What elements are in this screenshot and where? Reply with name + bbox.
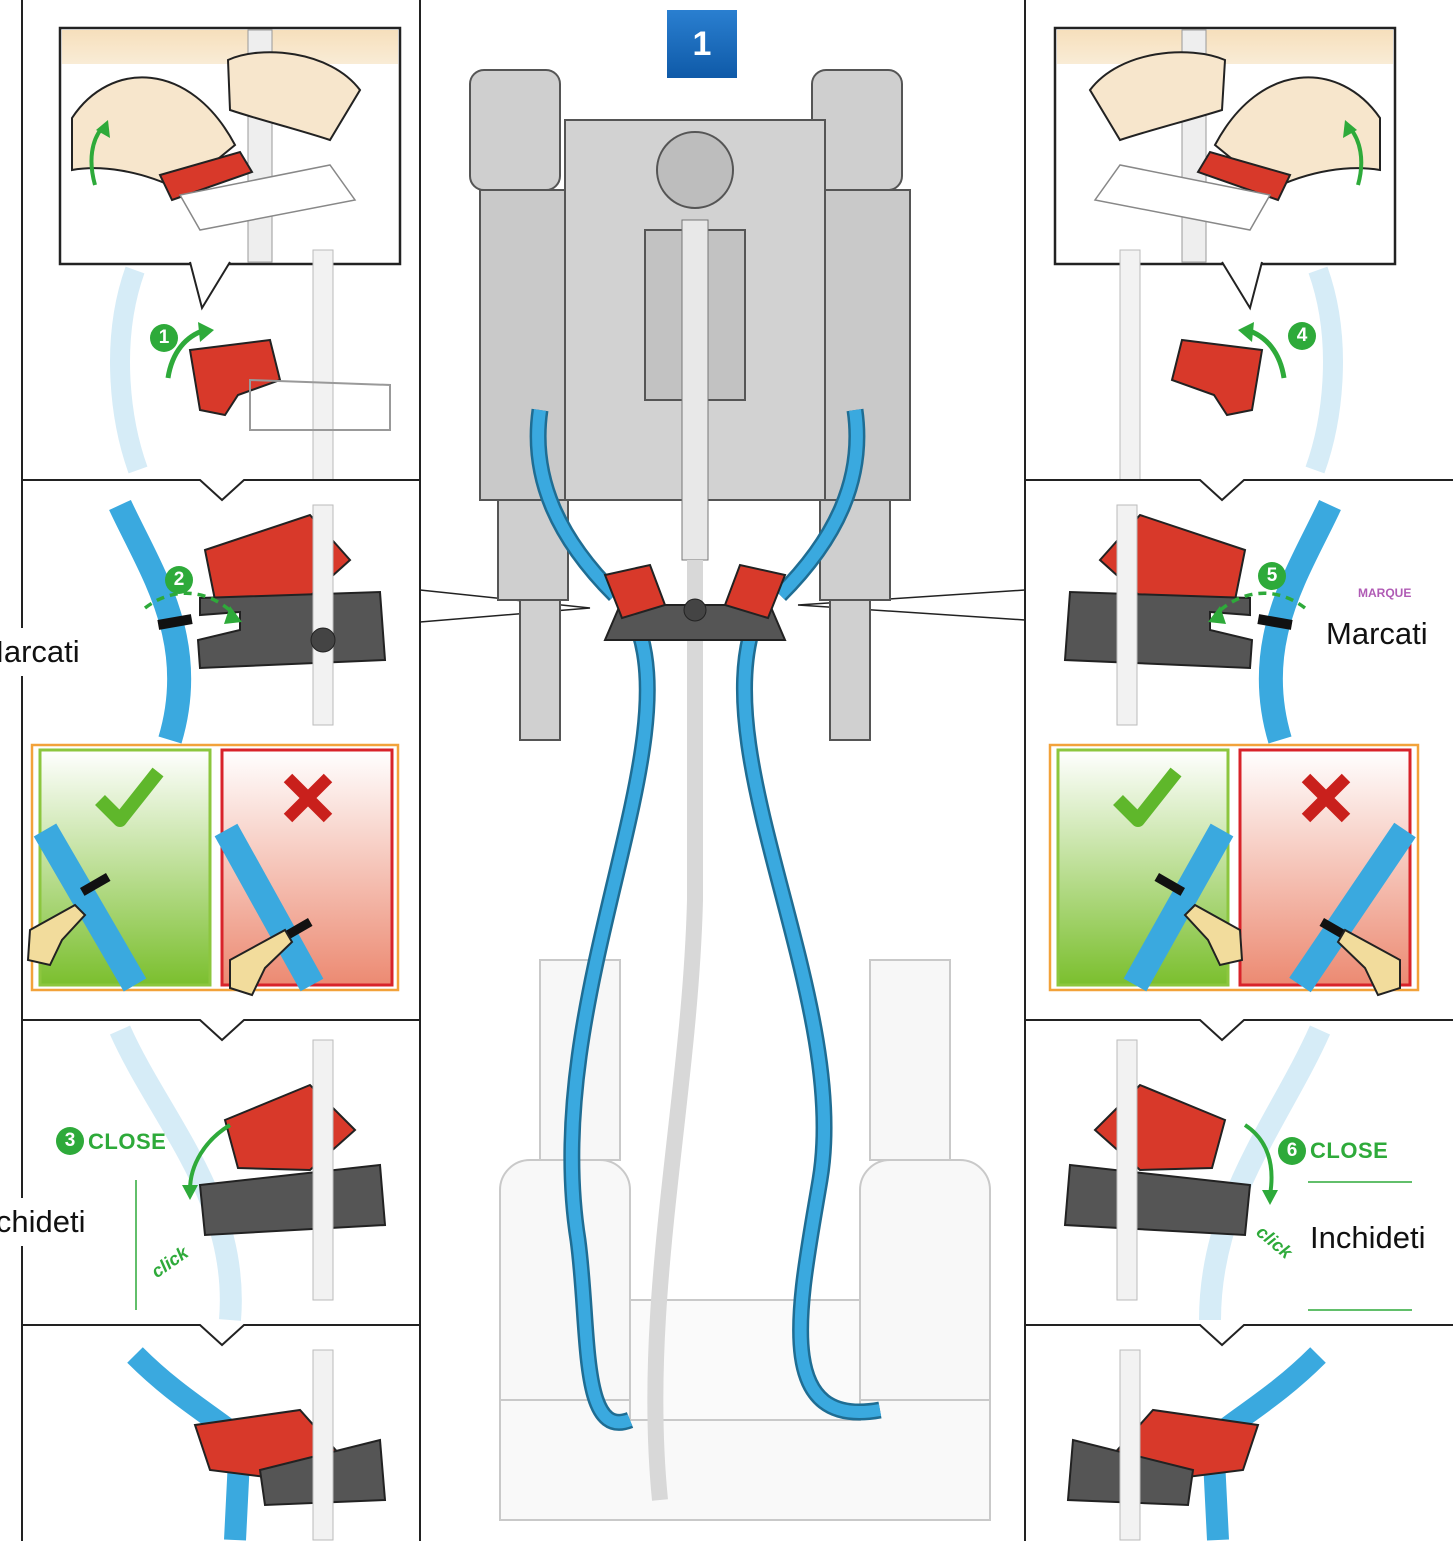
step-4-marker: 4 [1288, 322, 1316, 350]
step-number-badge: 1 [667, 10, 737, 78]
step-5-marker: 5 [1258, 562, 1286, 590]
left-instruction-panel [22, 0, 420, 1541]
inchideti-label-right: Inchideti [1300, 1214, 1435, 1262]
marque-label: MARQUE [1358, 586, 1411, 600]
inchideti-label-left: Inchideti [0, 1198, 95, 1246]
marcati-label-right: Marcati [1316, 610, 1438, 658]
close-instruction-left: CLOSE [88, 1129, 166, 1155]
close-instruction-right: CLOSE [1310, 1138, 1388, 1164]
step-6-marker: 6 [1278, 1137, 1306, 1165]
left-check-box [28, 745, 398, 995]
right-check-box [1050, 745, 1418, 995]
right-instruction-panel [1025, 0, 1453, 1541]
step-2-marker: 2 [165, 566, 193, 594]
marcati-label-left: Marcati [0, 628, 90, 676]
step-1-marker: 1 [150, 324, 178, 352]
left-zoom-inset [60, 28, 400, 264]
step-3-marker: 3 [56, 1127, 84, 1155]
right-zoom-inset [1055, 28, 1395, 264]
central-unit-drawing [420, 70, 1025, 1520]
